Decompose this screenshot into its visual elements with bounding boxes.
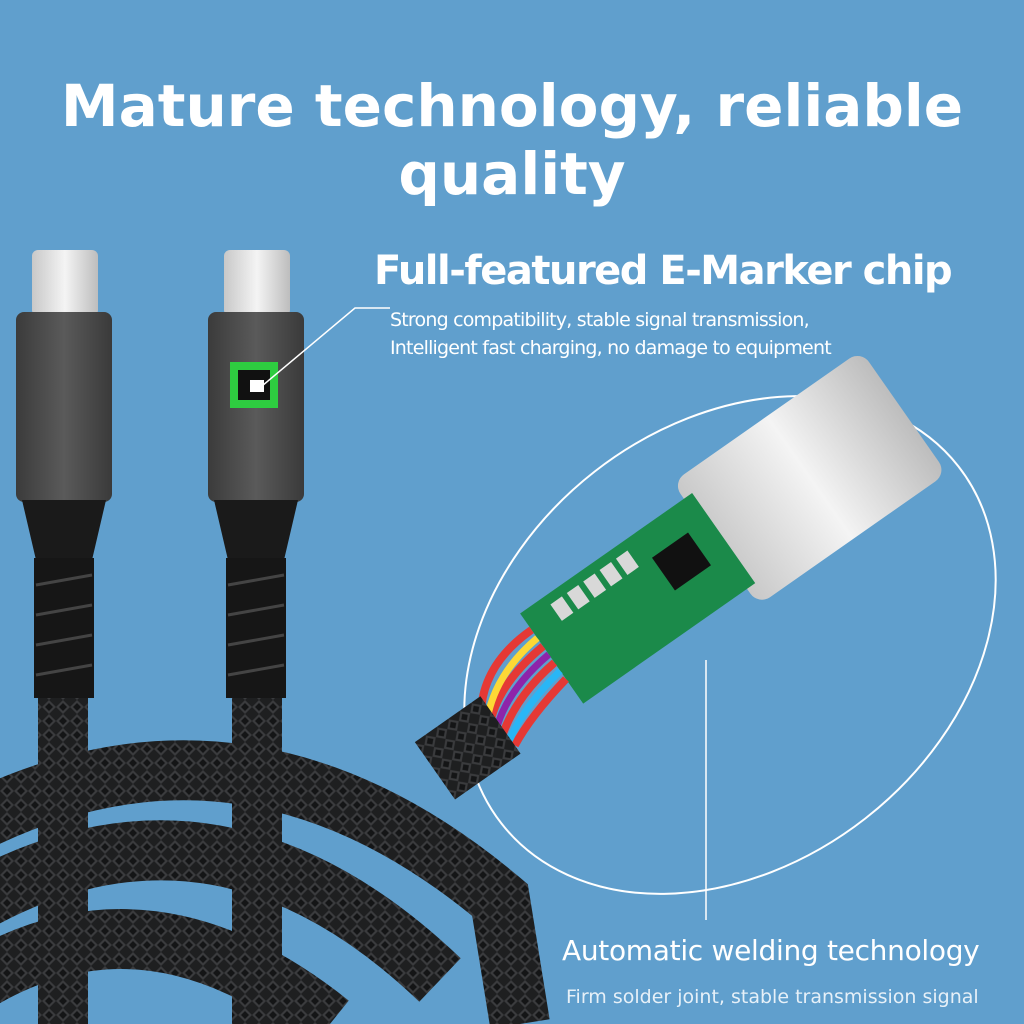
chip-description-line: Strong compatibility, stable signal tran…	[390, 309, 810, 331]
chip-description-line: Intelligent fast charging, no damage to …	[390, 337, 832, 359]
cable-coil	[0, 690, 550, 1024]
usb-c-connector-right	[208, 250, 304, 698]
headline: Mature technology, reliable quality	[60, 72, 964, 208]
usb-c-connector-left	[16, 250, 112, 698]
pcb-detail-image	[414, 355, 942, 800]
chip-callout-line	[261, 307, 390, 387]
chip-feature-description: Strong compatibility, stable signal tran…	[390, 306, 832, 362]
chip-feature-title: Full-featured E-Marker chip	[374, 248, 953, 294]
welding-feature-title: Automatic welding technology	[562, 934, 980, 967]
welding-feature-description: Firm solder joint, stable transmission s…	[566, 986, 979, 1008]
detail-callout-ellipse	[463, 395, 997, 895]
